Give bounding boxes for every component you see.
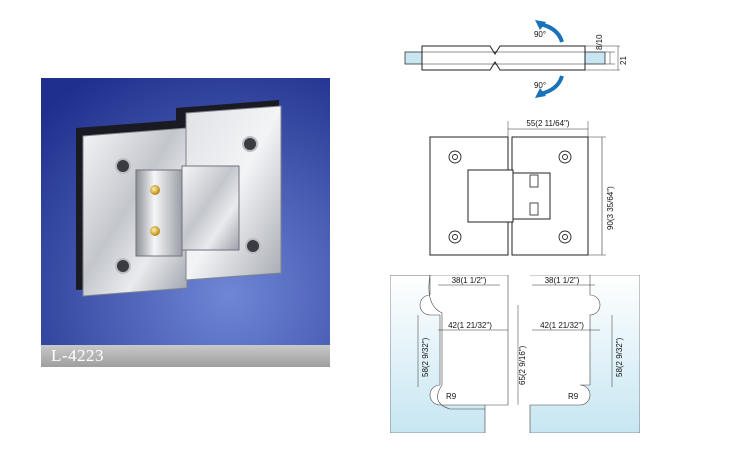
left-height: 58(2 9/32") (421, 337, 430, 377)
left-mid-width: 42(1 21/32") (448, 321, 492, 330)
right-height: 58(2 9/32") (615, 337, 624, 377)
thickness-label: 8/10 (595, 34, 604, 50)
front-width-label: 55(2 11/64") (526, 119, 570, 128)
right-glass-panel (529, 275, 640, 433)
angle-bottom-label: 90° (534, 81, 546, 90)
height-label: 21 (619, 56, 628, 65)
glass-cutout-drawing: 38(1 1/2") 42(1 21/32") 58(2 9/32") R9 6… (390, 275, 640, 433)
right-mid-width: 42(1 21/32") (540, 321, 584, 330)
front-knuckle (467, 169, 514, 223)
side-hinge-profile (421, 45, 586, 71)
left-glass-panel (390, 275, 486, 433)
left-radius: R9 (446, 392, 457, 401)
right-radius: R9 (568, 392, 579, 401)
right-top-width: 38(1 1/2") (545, 276, 580, 285)
angle-top-label: 90° (534, 30, 546, 39)
front-height-label: 90(3 35/64") (606, 186, 615, 230)
hinge-photo-illustration (41, 78, 330, 367)
side-view-drawing: 90° 90° 8/10 21 (404, 20, 628, 98)
model-label: L-4223 (41, 345, 330, 367)
front-view-drawing: 55(2 11/64") 90(3 35/64") (429, 119, 615, 256)
product-photo: L-4223 (41, 78, 330, 367)
left-top-width: 38(1 1/2") (452, 276, 487, 285)
center-height: 65(2 9/16") (518, 345, 527, 385)
